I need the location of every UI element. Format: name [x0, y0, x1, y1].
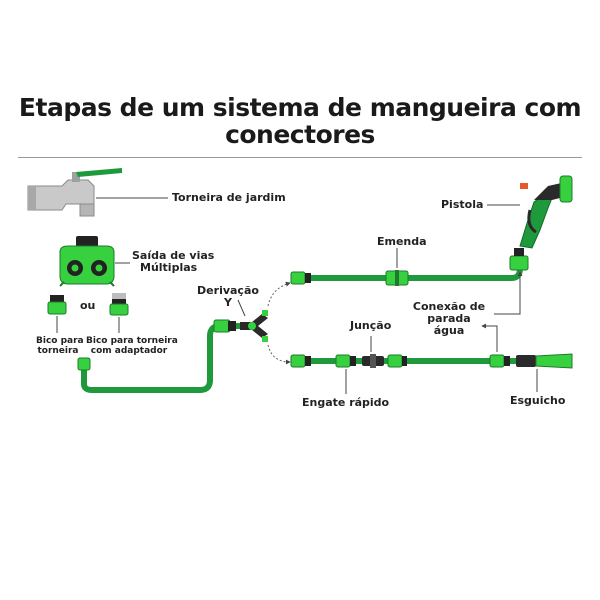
water-stop-connector-icon	[489, 354, 510, 368]
page-title-line-2: conectores	[225, 120, 375, 149]
label-splitter-line-1: Saída de vias	[132, 249, 215, 262]
spray-pistol-icon	[519, 175, 573, 249]
branch-arrow-lower	[267, 344, 291, 365]
label-junction: Junção	[350, 319, 392, 332]
tap-connector-with-adapter-icon	[109, 293, 129, 316]
label-tap-connector-line-2: torneira	[37, 346, 79, 356]
upper-start-connector-icon	[290, 271, 306, 285]
label-garden-tap: Torneira de jardim	[172, 191, 286, 204]
hose-segment-1	[81, 323, 243, 393]
label-mender: Emenda	[377, 235, 427, 248]
label-splitter-line-2: Múltiplas	[140, 261, 198, 274]
label-water-stop-line-1: Conexão de	[412, 300, 486, 313]
y-leader-line	[237, 299, 246, 317]
y-splitter-icon	[240, 310, 268, 342]
label-adapter-line-1: Bico para torneira	[86, 336, 178, 346]
quick-coupling-icon	[335, 354, 356, 368]
label-water-stop-line-3: água	[433, 324, 465, 337]
label-y-line-2: Y	[224, 296, 232, 309]
label-tap-connector-line-1: Bico para	[36, 336, 84, 346]
mender-icon	[385, 270, 409, 286]
tap-connector-icon	[47, 295, 67, 315]
multi-way-splitter-icon	[59, 236, 115, 287]
label-nozzle: Esguicho	[510, 394, 566, 407]
junction-icon	[362, 354, 384, 368]
label-pistol: Pistola	[441, 198, 484, 211]
junction-right-connector-icon	[387, 354, 403, 368]
water-stop-arrow-lower	[481, 323, 498, 352]
label-water-stop-line-2: parada	[427, 312, 471, 325]
label-y-line-1: Derivação	[197, 284, 259, 297]
label-quick-coupling: Engate rápido	[302, 396, 390, 409]
branch-arrow-upper	[267, 281, 291, 307]
spray-nozzle-icon	[516, 353, 573, 369]
title-divider	[18, 157, 582, 158]
pistol-connector-icon	[509, 255, 529, 271]
water-stop-arrow-upper	[494, 271, 523, 315]
label-or: ou	[80, 299, 96, 312]
label-adapter-line-2: com adaptador	[90, 346, 168, 356]
garden-tap-icon	[27, 168, 122, 217]
quick-connector-icon	[213, 319, 231, 333]
page-title-line-1: Etapas de um sistema de mangueira com	[18, 93, 582, 122]
hose-end-connector-icon	[77, 357, 91, 371]
lower-start-connector-icon	[290, 354, 306, 368]
